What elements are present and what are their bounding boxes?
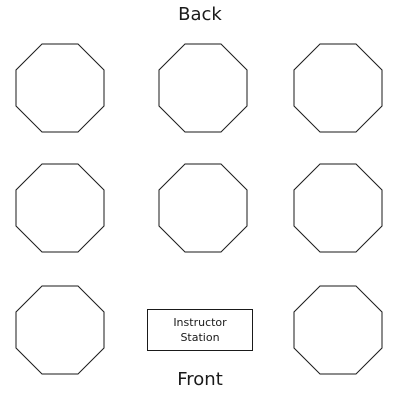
table-row3-left (15, 285, 105, 375)
instructor-station: Instructor Station (147, 309, 253, 351)
table-row1-right (293, 43, 383, 133)
table-row2-center (158, 163, 248, 253)
back-label: Back (178, 4, 222, 25)
table-row1-center (158, 43, 248, 133)
table-row2-right (293, 163, 383, 253)
table-row2-left (15, 163, 105, 253)
instructor-station-label-line1: Instructor (173, 316, 227, 329)
table-row1-left (15, 43, 105, 133)
instructor-station-label-line2: Station (180, 331, 220, 344)
table-row3-right (293, 285, 383, 375)
front-label: Front (177, 369, 223, 390)
